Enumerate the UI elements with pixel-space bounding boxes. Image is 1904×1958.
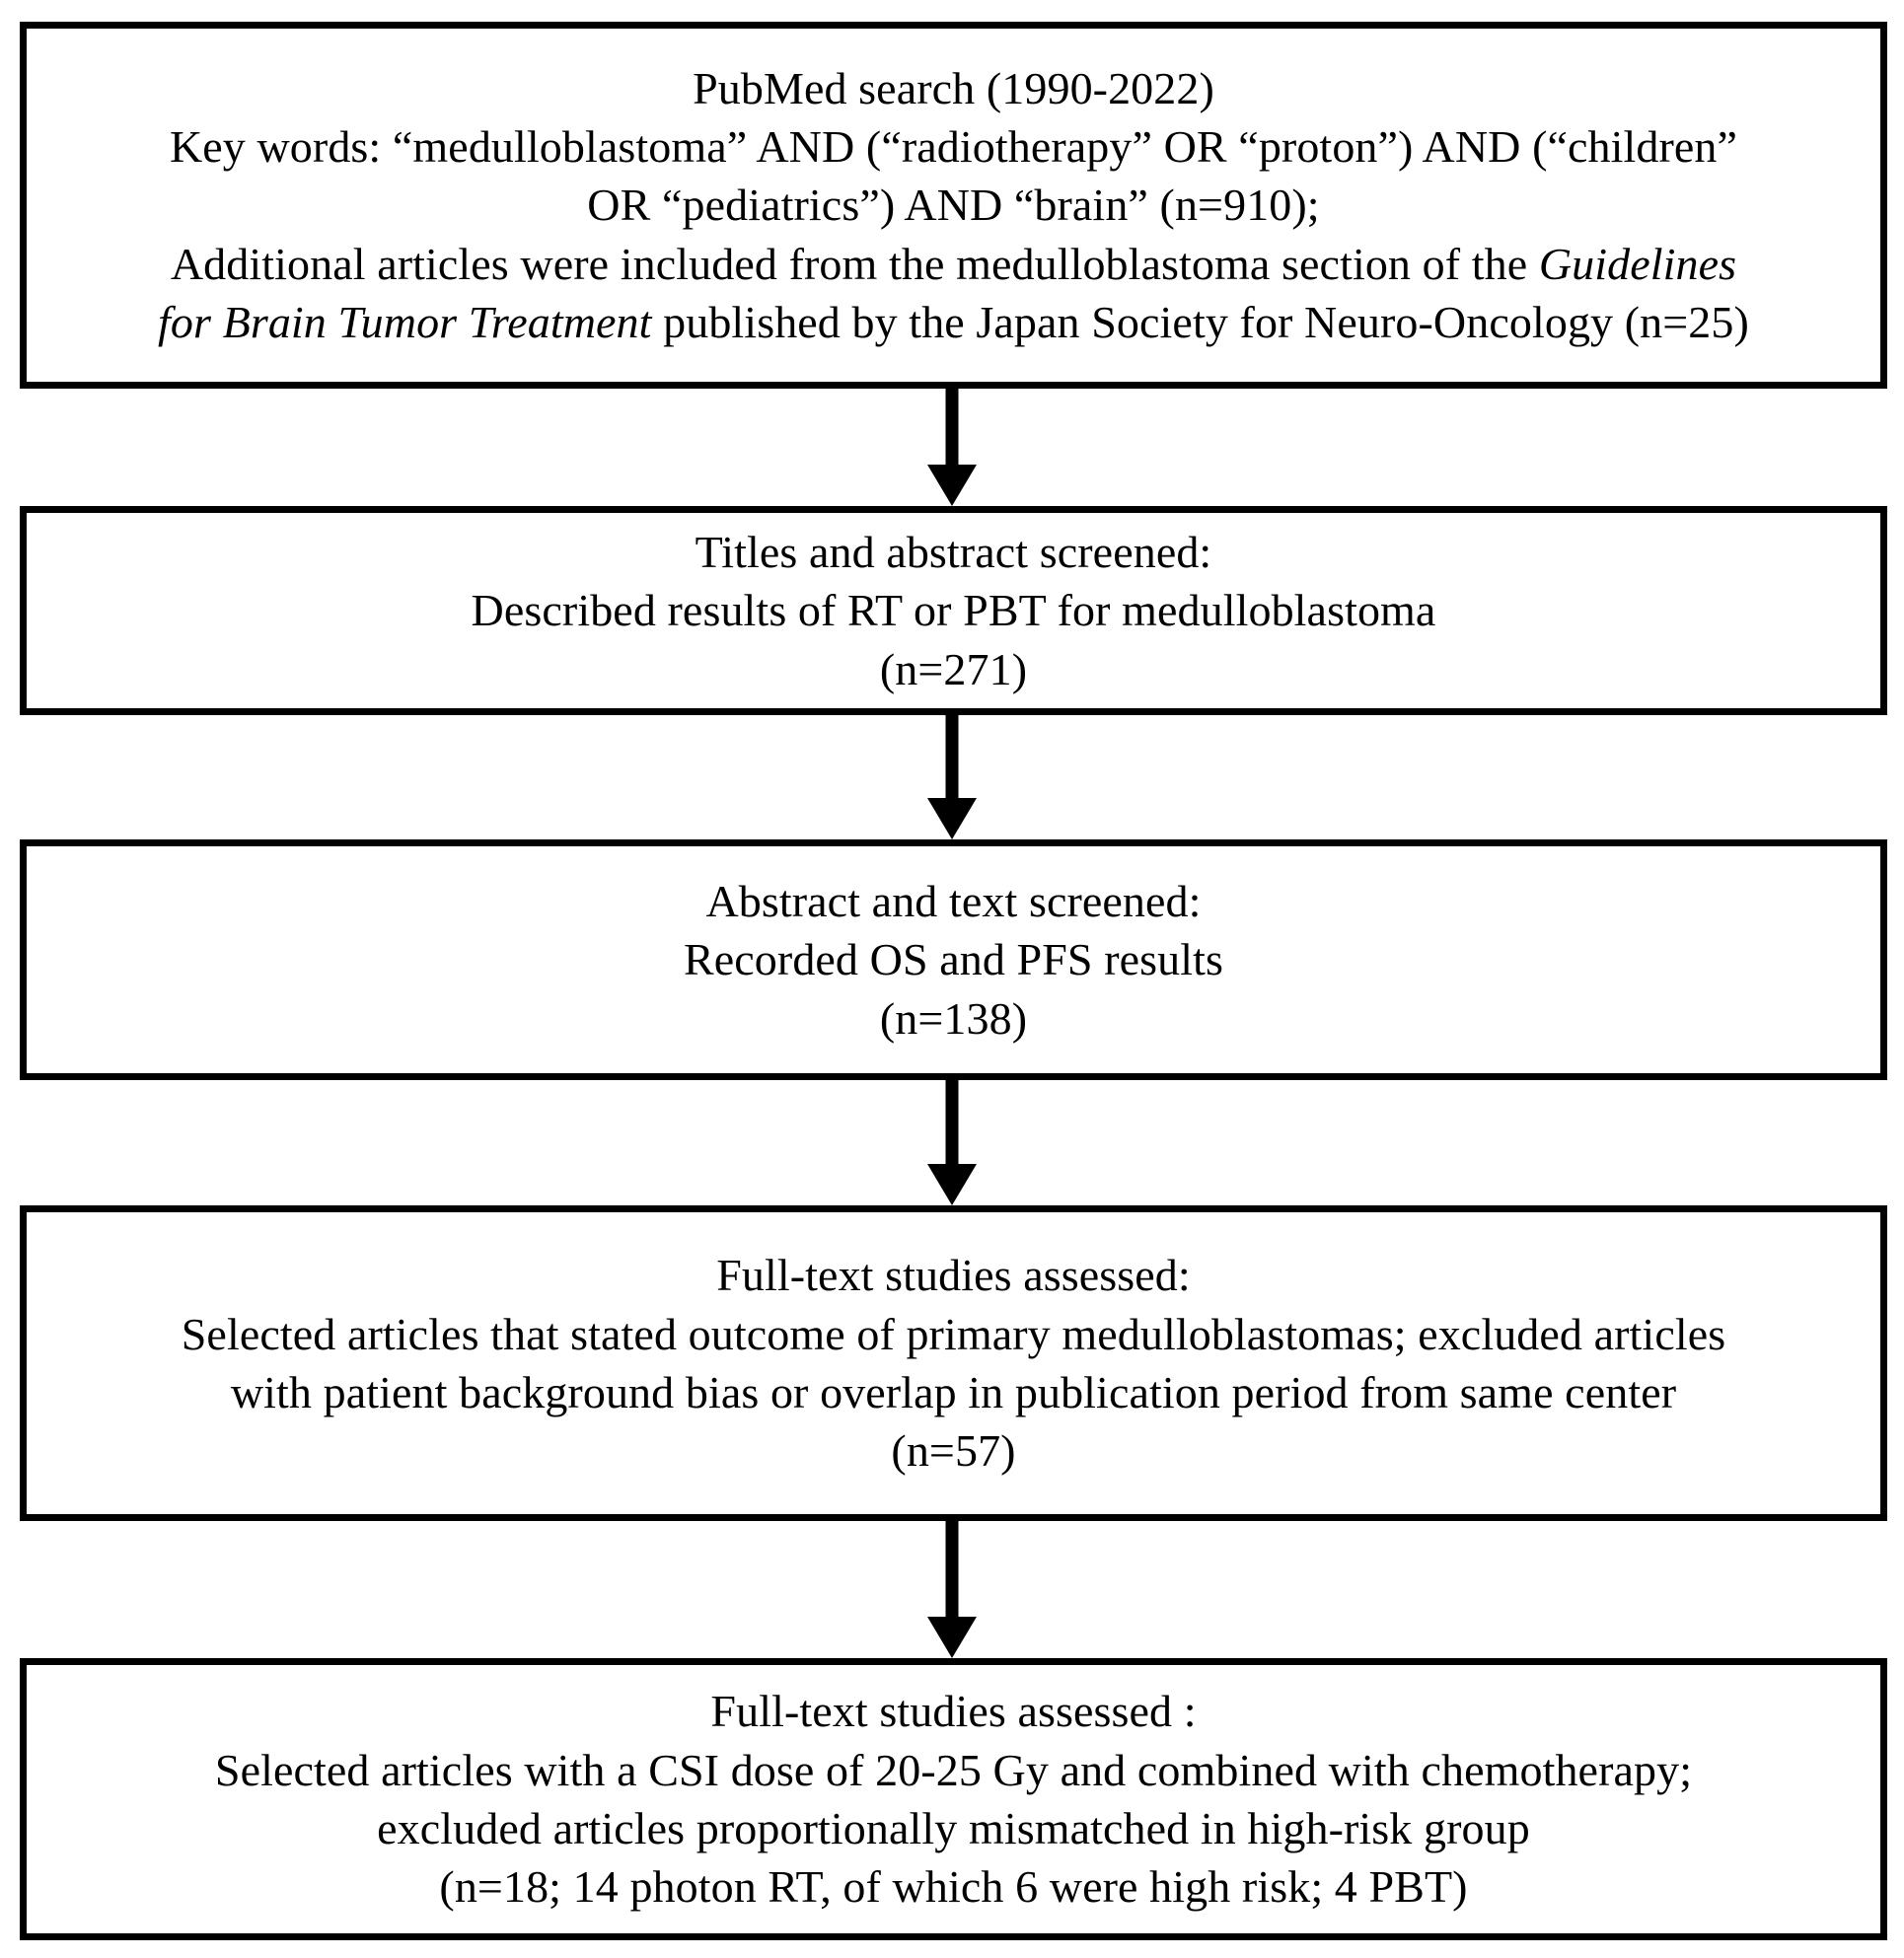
flowchart-box-abstract-text-screened: Abstract and text screened: Recorded OS … [20, 839, 1887, 1080]
box-search-line-4: Additional articles were included from t… [40, 235, 1867, 293]
box-search-line-1: PubMed search (1990-2022) [693, 62, 1214, 113]
box-fulltext1-line-1: Full-text studies assessed: [716, 1250, 1191, 1301]
box-search-line-5-plain: published by the Japan Society for Neuro… [651, 296, 1749, 347]
box-fulltext1-line-3: with patient background bias or overlap … [230, 1367, 1677, 1417]
box-search-line-5: for Brain Tumor Treatment published by t… [40, 293, 1867, 351]
box-fulltext2-line-3: excluded articles proportionally mismatc… [377, 1803, 1530, 1853]
box-titles-line-2: Described results of RT or PBT for medul… [471, 585, 1436, 636]
box-fulltext2-count: (n=18; 14 photon RT, of which 6 were hig… [439, 1861, 1468, 1913]
box-search-line-5-italic: for Brain Tumor Treatment [158, 296, 652, 347]
arrow-down-icon-4 [0, 1521, 1904, 1658]
box-titles-count: (n=271) [879, 643, 1028, 694]
arrow-down-icon-2 [0, 715, 1904, 839]
box-search-line-2: Key words: “medulloblastoma” AND (“radio… [169, 121, 1738, 172]
box-search-line-4-plain: Additional articles were included from t… [170, 238, 1539, 289]
flowchart-box-search: PubMed search (1990-2022) Key words: “me… [20, 22, 1887, 389]
box-fulltext1-line-2: Selected articles that stated outcome of… [181, 1308, 1726, 1359]
flowchart-box-titles-abstract-screened: Titles and abstract screened: Described … [20, 506, 1887, 715]
arrow-shaft [945, 389, 959, 465]
box-search-line-3: OR “pediatrics”) AND “brain” (n=910); [587, 180, 1320, 231]
arrow-down-icon-3 [0, 1080, 1904, 1205]
box-fulltext1-count: (n=57) [891, 1425, 1016, 1477]
box-fulltext2-line-2: Selected articles with a CSI dose of 20-… [214, 1744, 1693, 1795]
box-abstract-count: (n=138) [879, 992, 1028, 1044]
arrow-shaft [945, 1080, 959, 1164]
flowchart-box-full-text-assessed-2: Full-text studies assessed : Selected ar… [20, 1658, 1887, 1940]
box-search-line-4-italic: Guidelines [1538, 238, 1737, 289]
arrow-head [927, 1164, 977, 1205]
box-fulltext2-line-1: Full-text studies assessed : [710, 1686, 1197, 1737]
arrow-head [927, 798, 977, 839]
arrow-down-icon-1 [0, 389, 1904, 506]
arrow-head [927, 1617, 977, 1658]
box-abstract-line-1: Abstract and text screened: [705, 876, 1202, 926]
arrow-head [927, 465, 977, 506]
flowchart-box-full-text-assessed-1: Full-text studies assessed: Selected art… [20, 1205, 1887, 1521]
box-titles-line-1: Titles and abstract screened: [695, 527, 1212, 577]
arrow-shaft [945, 715, 959, 798]
box-abstract-line-2: Recorded OS and PFS results [683, 934, 1224, 985]
arrow-shaft [945, 1521, 959, 1617]
